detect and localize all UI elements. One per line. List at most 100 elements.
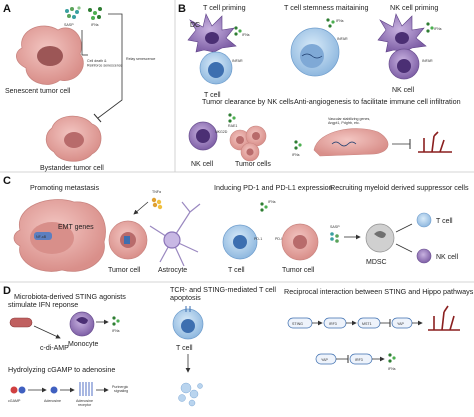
pd1-title: Inducing PD-1 and PD-L1 expression (214, 183, 333, 192)
cgamp-label: cGAMP (8, 399, 21, 403)
tumor-cell-c1-label: Tumor cell (108, 267, 141, 274)
t-cell-c (222, 224, 258, 260)
senescent-tumor-cell (16, 25, 84, 85)
nk-cell-b1 (388, 48, 420, 80)
metastatic-tumor-cell (13, 199, 106, 272)
mdsc-cell (365, 223, 395, 253)
blood-vessel-d (428, 305, 460, 331)
stemness-title: T cell stemness maitaining (284, 3, 369, 12)
senescent-label: Senescent tumor cell (5, 88, 71, 95)
irf3-2-label: IRF3 (355, 358, 363, 362)
adenosine-receptor (79, 382, 93, 396)
ifns-b2: IFNs (336, 19, 344, 23)
infar-b3: INFAR (422, 59, 433, 63)
monocyte (69, 311, 95, 337)
ifns-b3: IFNs (434, 27, 442, 31)
nk-cell-b2-label: NK cell (191, 161, 214, 168)
infar-b2: INFAR (337, 37, 348, 41)
ifns-d2: IFNs (388, 367, 396, 371)
pd1-label: PD-1 (254, 237, 262, 241)
t-cell-c-label: T cell (228, 267, 245, 274)
panel-b-letter: B (178, 3, 186, 15)
tnfa-arrow (133, 201, 149, 215)
relay-label: Relay senescence (126, 57, 155, 61)
astrocyte-label: Astrocyte (158, 267, 187, 274)
metastasis-title: Promoting metastasis (30, 183, 100, 192)
hippo-title: Reciprocal interaction between STING and… (284, 287, 474, 296)
ifn-dots-b1 (234, 26, 242, 36)
bacterium (9, 317, 33, 328)
nk-cell-c (416, 248, 432, 264)
cell-death-label: Cell death &Reinforce senescence (87, 59, 123, 68)
tumor-cell-c2-label: Tumor cell (282, 267, 315, 274)
nk-cell-b1-label: NK cell (392, 87, 415, 94)
yap2-label: YAP (321, 358, 329, 362)
tumor-cells-label: Tumor cells (235, 161, 271, 168)
sting-label: STING (292, 322, 303, 326)
nk-dc (377, 13, 427, 53)
ifns-d1: IFNs (112, 329, 120, 333)
ifn-dots-b5 (294, 140, 302, 150)
relay-arrow (97, 13, 123, 119)
bystander-label: Bystander tumor cell (40, 165, 104, 172)
apoptotic-t-cell (178, 382, 203, 407)
yap-label: YAP (397, 322, 405, 326)
sasp-c: SASP (330, 225, 340, 229)
nk-cell-b2 (188, 121, 218, 151)
dc-label: DC (190, 22, 200, 29)
dna-b (331, 141, 357, 147)
t-priming-title: T cell priming (203, 3, 246, 12)
cgamp-molecule (10, 386, 26, 394)
mdsc-inhibit-nk (395, 243, 413, 253)
irf3-label: IRF3 (329, 322, 337, 326)
emt-label: EMT genes (58, 224, 94, 231)
ifn-dots-d2 (388, 353, 396, 363)
rae1-label: RAE1 (228, 124, 237, 128)
infar-b1: INFAR (232, 59, 243, 63)
panel-a: A Senescent tumor cell SASP IFNs Cell de… (3, 3, 155, 172)
cdiamp-label: c-di-AMP (40, 345, 69, 352)
adenosine-molecule (50, 386, 58, 394)
ifn-dots-a (88, 7, 102, 20)
ifns-c: IFNs (268, 200, 276, 204)
tumor-cells-b (229, 125, 267, 162)
blood-vessel-b (418, 131, 452, 153)
tnfa-cluster (151, 197, 163, 210)
vascular-label: Vascular stabilizing genes,Angpt1, Pdgfr… (328, 117, 370, 125)
panel-c: C Promoting metastasis NF-κB EMT genes T… (3, 175, 469, 274)
panel-a-letter: A (3, 3, 11, 15)
anti-angio-title: Anti-angiogenesis to facilitate immune c… (294, 97, 461, 106)
t-cell-d-label: T cell (176, 345, 193, 352)
dc-cell (187, 13, 237, 53)
adenosine-label: Adenosine (44, 399, 61, 403)
nkg2d-label: NKG2D (215, 130, 228, 134)
nk-priming-title: NK cell priming (390, 3, 438, 12)
panel-b: B T cell priming DC IFNs INFAR T cell T … (178, 3, 461, 168)
sasp-dots-c (330, 232, 339, 243)
panel-d-letter: D (3, 285, 11, 297)
mdsc-label: MDSC (366, 259, 387, 266)
t-cell-b1 (199, 51, 233, 85)
mdsc-title: Recruiting myeloid derived suppressor ce… (330, 183, 469, 192)
t-cell-d (172, 306, 204, 340)
clearance-title: Tumor clearance by NK cells (202, 97, 294, 106)
ifn-dots-b2 (326, 18, 335, 28)
ifn-dots-d1 (112, 316, 120, 326)
monocyte-label: Monocyte (68, 341, 98, 348)
panel-c-letter: C (3, 175, 11, 187)
nfkb-label: NF-κB (36, 235, 47, 239)
tumor-cell-c1 (108, 220, 148, 260)
ifns-b5: IFNs (292, 153, 300, 157)
ifn-dots-b4 (228, 113, 236, 123)
ifns-label-a: IFNs (91, 23, 99, 27)
astrocyte (149, 201, 201, 267)
ifn-dots-c (260, 202, 268, 212)
t-cell-c2-label: T cell (436, 218, 453, 225)
sasp-dots (65, 6, 81, 19)
